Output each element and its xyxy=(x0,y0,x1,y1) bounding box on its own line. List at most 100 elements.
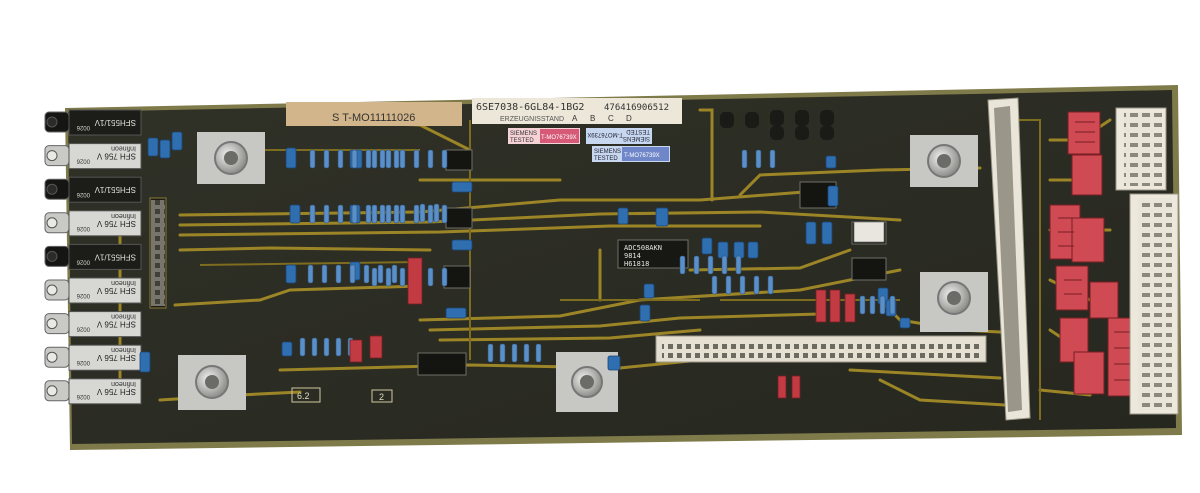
resistor xyxy=(323,149,330,169)
mounting-pad xyxy=(910,135,978,187)
sticker-status: TESTED xyxy=(510,138,534,144)
resistor xyxy=(311,337,318,357)
silkscreen-box: 2 xyxy=(371,389,393,403)
white-modules xyxy=(853,221,885,243)
capacitor xyxy=(747,241,759,259)
mounting-pad xyxy=(178,355,246,410)
resistor xyxy=(889,295,896,315)
resistor xyxy=(735,255,742,275)
red-components xyxy=(349,257,856,399)
resistor xyxy=(335,337,342,357)
connector-brand: Infineon xyxy=(111,212,136,219)
resistor xyxy=(441,267,448,287)
adc-chip: ADC508AKN 9814 H61818 xyxy=(617,239,689,269)
connector-brand: Infineon xyxy=(111,313,136,320)
resistor xyxy=(351,149,358,169)
resistor xyxy=(337,149,344,169)
resistor xyxy=(427,204,434,224)
tested-sticker: SIEMENS TESTED T-MO76739X xyxy=(586,128,652,144)
resistor xyxy=(441,149,448,169)
resistor xyxy=(309,204,316,224)
capacitor xyxy=(617,207,629,225)
resistor xyxy=(371,149,378,169)
connector-model: SFH 756 V xyxy=(96,152,136,161)
resistor xyxy=(693,255,700,275)
resistor xyxy=(707,255,714,275)
resistor xyxy=(721,255,728,275)
capacitor xyxy=(805,221,817,245)
capacitor xyxy=(159,139,171,159)
resistor xyxy=(365,149,372,169)
resistor xyxy=(433,203,440,223)
connector-code: 0026 xyxy=(76,191,90,197)
capacitor xyxy=(827,185,839,207)
resistor xyxy=(351,204,358,224)
sticker-brand: SIEMENS xyxy=(623,135,650,141)
chip-marking-line2: 9814 xyxy=(624,252,641,260)
connector-brand: Infineon xyxy=(111,346,136,353)
sticker-label-text: S T-MO11111026 xyxy=(332,112,415,124)
capacitor xyxy=(451,181,473,193)
serial-number-text: 476416906512 xyxy=(604,103,669,113)
resistor xyxy=(487,343,494,363)
revision-letter: A xyxy=(572,114,578,123)
resistor xyxy=(335,264,342,284)
capacitor xyxy=(281,341,293,357)
ribbon-connector xyxy=(655,335,987,363)
capacitor xyxy=(451,239,473,251)
sticker-status: TESTED xyxy=(626,128,650,134)
resistor xyxy=(377,264,384,284)
connector-code: 0026 xyxy=(76,393,90,399)
capacitor xyxy=(821,221,833,245)
terminal-block-top xyxy=(1115,107,1167,191)
revision-header-text: ERZEUGNISSTAND xyxy=(500,116,564,123)
resistor xyxy=(349,264,356,284)
capacitor xyxy=(289,204,301,224)
sticker-brand: SIEMENS xyxy=(594,149,621,155)
resistor xyxy=(711,275,718,295)
connector-code: 0026 xyxy=(76,359,90,365)
resistor xyxy=(419,203,426,223)
silkscreen-box: 6.2 xyxy=(291,387,321,403)
resistor xyxy=(739,275,746,295)
revision-letter: D xyxy=(626,114,632,123)
connector-model: SFH 756 V xyxy=(96,286,136,295)
resistor xyxy=(391,264,398,284)
connector-code: 0026 xyxy=(76,158,90,164)
resistor xyxy=(413,149,420,169)
silk-label-2: 2 xyxy=(379,392,384,402)
resistor xyxy=(511,343,518,363)
transistor-row xyxy=(720,110,834,140)
edge-connector xyxy=(987,97,1031,421)
tested-sticker: SIEMENS TESTED T-MO76739X xyxy=(592,146,670,162)
capacitor xyxy=(733,241,745,259)
resistor xyxy=(755,149,762,169)
resistor xyxy=(371,204,378,224)
resistor xyxy=(399,267,406,287)
capacitor xyxy=(139,351,151,373)
part-number-label: 6SE7038-6GL84-1BG2 476416906512 ERZEUGNI… xyxy=(472,98,682,124)
serial-sticker: S T-MO11111026 xyxy=(286,102,462,126)
capacitor xyxy=(285,264,297,284)
resistor xyxy=(427,149,434,169)
resistor xyxy=(379,149,386,169)
connector-model: SFH 756 V xyxy=(96,219,136,228)
resistor xyxy=(337,204,344,224)
relay-slots xyxy=(1058,121,1130,381)
chip-marking-line3: H61818 xyxy=(624,260,649,268)
capacitor xyxy=(285,147,297,169)
resistor xyxy=(309,149,316,169)
connector-brand: Infineon xyxy=(111,380,136,387)
capacitor xyxy=(639,304,651,322)
connector-code: 0026 xyxy=(76,225,90,231)
capacitor xyxy=(655,207,669,227)
sticker-brand: SIEMENS xyxy=(510,131,537,137)
